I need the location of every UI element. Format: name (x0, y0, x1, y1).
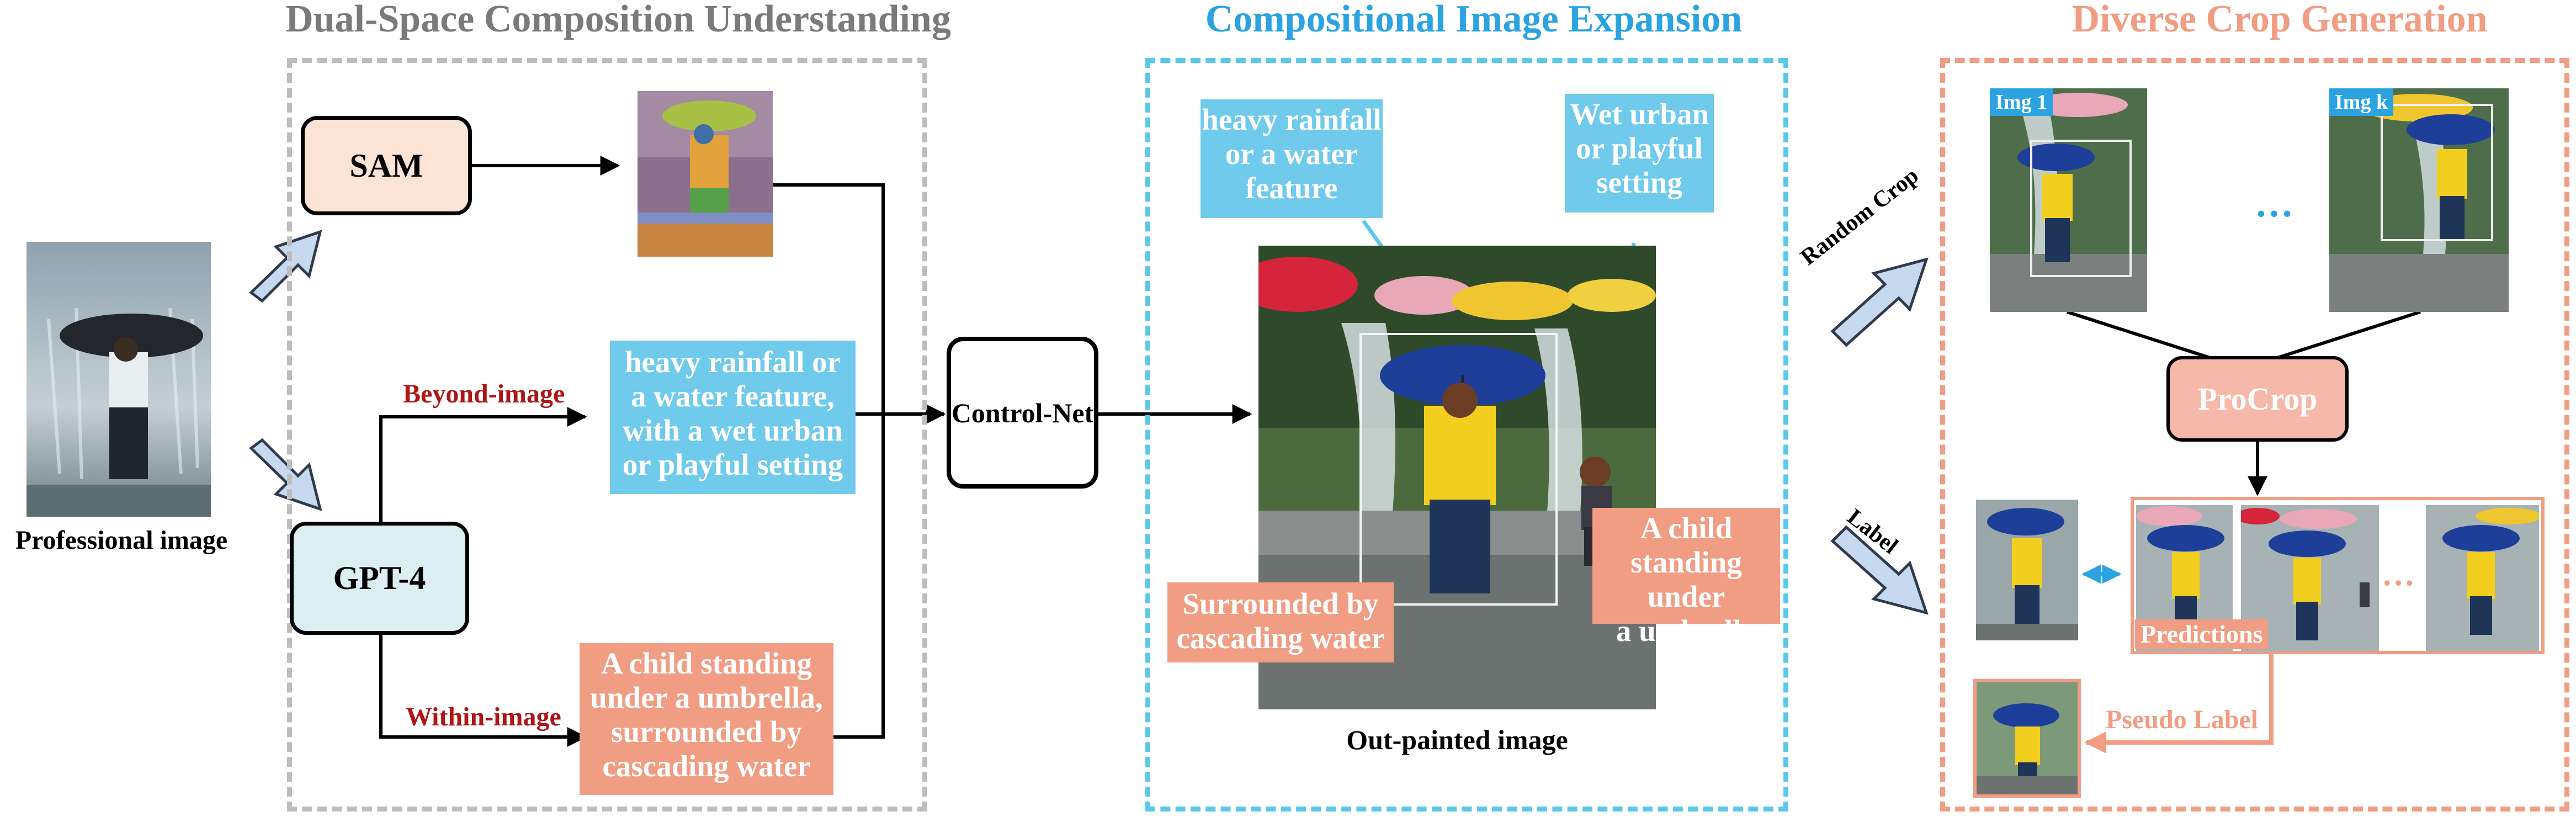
beyond-line-1: heavy rainfall or (624, 345, 841, 379)
pseudo-label-label: Pseudo Label (2106, 705, 2259, 734)
within-image-label: Within-image (406, 702, 561, 731)
gpt4-box: GPT-4 (290, 522, 469, 635)
beyond-image-description: heavy rainfall or a water feature, with … (610, 341, 856, 494)
panel2-title: Compositional Image Expansion (1205, 0, 1743, 40)
block-arrow-to-sam (249, 230, 322, 303)
within-line-1: A child standing (601, 646, 812, 680)
label-crop-image-icon (1976, 500, 2078, 640)
controlnet-label: Control-Net (951, 397, 1094, 428)
callout-tr-line-1: Wet urban (1569, 97, 1709, 131)
within-to-bus-line (822, 414, 885, 739)
pseudo-label-arrow (2084, 654, 2274, 754)
controlnet-box: Control-Net (947, 337, 1098, 489)
img1-to-procrop-line (2067, 310, 2214, 360)
callout-br-line-2: standing under (1630, 545, 1742, 613)
callout-top-left: heavy rainfall or a water feature (1201, 99, 1383, 218)
gpt4-label: GPT-4 (333, 560, 426, 596)
within-image-description: A child standing under a umbrella, surro… (580, 643, 833, 795)
panel1-frame (287, 58, 927, 812)
callout-bl-line-1: Surrounded by (1182, 587, 1379, 621)
beyond-line-3: with a wet urban (623, 413, 843, 447)
sam-label: SAM (349, 147, 423, 184)
predictions-ellipsis: … (2382, 556, 2415, 592)
outpainted-image-caption: Out-painted image (1346, 724, 1568, 755)
crop-scene-image-k-icon (2329, 88, 2509, 312)
imgk-tag: Img k (2329, 88, 2394, 116)
callout-tr-line-2: or playful (1576, 131, 1703, 165)
callout-br-line-1: A child (1640, 511, 1733, 545)
crop-image-k (2329, 88, 2509, 312)
beyond-image-label: Beyond-image (403, 379, 565, 409)
callout-tl-line-2: or a water (1225, 137, 1358, 171)
imgk-to-procrop-line (2274, 310, 2421, 360)
within-line-4: cascading water (602, 749, 811, 783)
callout-bottom-right: A child standing under a umbrella (1592, 508, 1780, 648)
prediction-image-k (2426, 505, 2539, 651)
segmentation-mask-image-icon (638, 91, 773, 257)
beyond-line-2: a water feature, (630, 379, 835, 413)
professional-image-caption: Professional image (15, 526, 228, 555)
block-arrow-label (1830, 525, 1929, 615)
img1-tag: Img 1 (1990, 88, 2053, 116)
gpt-within-line (379, 635, 587, 747)
callout-tr-line-3: setting (1596, 166, 1682, 199)
callout-tl-line-1: heavy rainfall (1202, 103, 1382, 136)
sam-box: SAM (301, 116, 472, 215)
pseudo-label-crop-icon (1977, 682, 2078, 794)
callout-top-right: Wet urban or playful setting (1565, 94, 1714, 213)
pseudo-label-image (1973, 679, 2081, 798)
panel3-title: Diverse Crop Generation (2072, 0, 2488, 40)
professional-image (26, 242, 211, 517)
callout-bottom-left: Surrounded by cascading water (1167, 582, 1394, 662)
callout-br-line-3: a umbrella (1616, 614, 1757, 648)
crop-scene-image-1-icon (1990, 88, 2147, 312)
within-line-3: surrounded by (611, 715, 802, 749)
gpt-beyond-line (379, 407, 587, 522)
crop-image-1 (1990, 88, 2147, 312)
panel1-title: Dual-Space Composition Understanding (285, 0, 951, 40)
procrop-label: ProCrop (2197, 381, 2318, 417)
panel2-frame (1145, 58, 1788, 812)
crops-ellipsis: … (2255, 183, 2293, 225)
block-arrow-random-crop (1830, 257, 1929, 347)
callout-bl-line-2: cascading water (1176, 621, 1385, 655)
within-line-2: under a umbrella, (590, 681, 823, 714)
prediction-crop-k-icon (2426, 505, 2539, 651)
predictions-label: Predictions (2135, 619, 2269, 649)
block-arrow-to-gpt (249, 438, 322, 511)
callout-tl-line-3: feature (1245, 171, 1338, 205)
mask-to-bus-line (773, 183, 885, 414)
panel3-frame (1940, 58, 2569, 812)
beyond-line-4: or playful setting (622, 448, 843, 481)
sam-mask-image (638, 91, 773, 257)
label-image (1976, 500, 2078, 640)
procrop-box: ProCrop (2166, 356, 2349, 442)
child-with-umbrella-in-rain-image-icon (26, 242, 211, 517)
